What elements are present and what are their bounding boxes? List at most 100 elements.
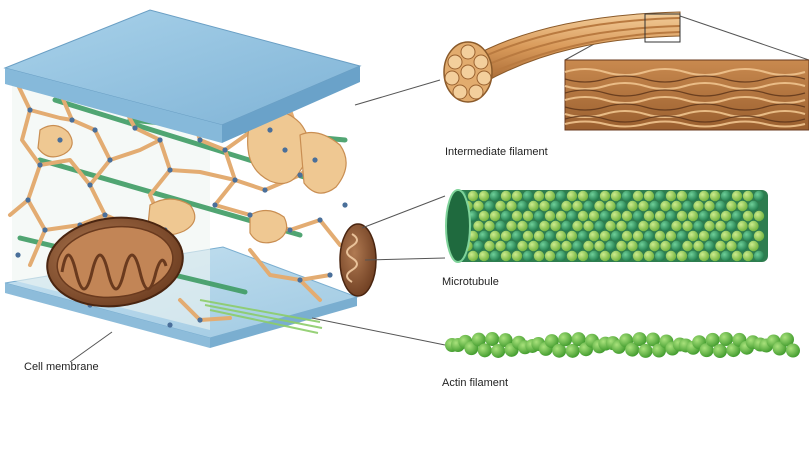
- actin-bead: [719, 332, 733, 347]
- tubulin-bead: [649, 220, 660, 232]
- tubulin-bead: [528, 220, 539, 232]
- tubulin-bead: [555, 230, 567, 242]
- tubulin-bead: [731, 190, 743, 202]
- tubulin-bead: [665, 230, 677, 242]
- tubulin-bead: [742, 250, 754, 262]
- tubulin-bead: [632, 190, 644, 202]
- tubulin-bead: [489, 230, 501, 242]
- top-membrane: [3, 9, 362, 143]
- tubulin-bead: [495, 220, 506, 232]
- tubulin-bead: [605, 240, 616, 252]
- tubulin-bead: [583, 220, 594, 232]
- tubulin-bead: [704, 240, 715, 252]
- tubulin-bead: [605, 220, 616, 232]
- tubulin-bead: [572, 240, 583, 252]
- tubulin-bead: [588, 190, 600, 202]
- tubulin-bead: [665, 190, 677, 202]
- tubulin-bead: [594, 220, 605, 232]
- tubulin-bead: [528, 200, 539, 212]
- tubulin-bead: [698, 210, 710, 222]
- tubulin-bead: [583, 200, 594, 212]
- tubulin-bead: [588, 250, 600, 262]
- tubulin-bead: [500, 230, 512, 242]
- tubulin-bead: [621, 190, 633, 202]
- tubulin-bead: [577, 210, 589, 222]
- tubulin-bead: [473, 220, 484, 232]
- microtubule-illustration: [445, 189, 768, 263]
- tubulin-bead: [676, 210, 688, 222]
- tubulin-bead: [566, 250, 578, 262]
- tubulin-bead: [572, 220, 583, 232]
- tubulin-bead: [511, 250, 523, 262]
- tubulin-bead: [572, 200, 583, 212]
- tubulin-bead: [610, 190, 622, 202]
- tubulin-bead: [709, 210, 721, 222]
- tubulin-bead: [660, 240, 671, 252]
- actin-bead: [780, 332, 794, 347]
- tubulin-bead: [654, 210, 666, 222]
- tubulin-bead: [731, 250, 743, 262]
- tubulin-bead: [588, 210, 600, 222]
- tubulin-bead: [522, 210, 534, 222]
- tubulin-bead: [511, 210, 523, 222]
- tubulin-bead: [616, 220, 627, 232]
- actin-bead: [565, 343, 580, 358]
- label-actin-filament: Actin filament: [442, 377, 509, 389]
- tubulin-bead: [528, 240, 539, 252]
- tubulin-bead: [621, 250, 633, 262]
- tubulin-bead: [704, 220, 715, 232]
- tubulin-bead: [566, 190, 578, 202]
- tubulin-bead: [731, 210, 743, 222]
- tubulin-bead: [594, 200, 605, 212]
- tubulin-bead: [539, 240, 550, 252]
- tubulin-bead: [506, 220, 517, 232]
- tubulin-bead: [517, 220, 528, 232]
- tubulin-bead: [753, 210, 765, 222]
- actin-bead: [485, 332, 500, 347]
- tubulin-bead: [599, 250, 611, 262]
- actin-bead: [625, 342, 640, 357]
- tubulin-bead: [687, 250, 699, 262]
- tubulin-bead: [616, 240, 627, 252]
- actin-bead: [571, 332, 586, 347]
- tubulin-bead: [682, 200, 693, 212]
- tubulin-bead: [533, 250, 545, 262]
- actin-bead: [699, 343, 714, 358]
- actin-bead: [544, 334, 559, 349]
- tubulin-bead: [676, 230, 688, 242]
- tubulin-bead: [654, 190, 666, 202]
- tubulin-bead: [484, 240, 495, 252]
- tubulin-bead: [599, 190, 611, 202]
- tubulin-bead: [687, 210, 699, 222]
- tubulin-bead: [698, 230, 710, 242]
- tubulin-bead: [660, 220, 671, 232]
- tubulin-bead: [533, 230, 545, 242]
- intermediate-filament-illustration: [443, 11, 809, 131]
- tubulin-bead: [522, 230, 534, 242]
- tubulin-bead: [693, 220, 704, 232]
- mitochondrion: [46, 216, 184, 308]
- tubulin-bead: [682, 240, 693, 252]
- tubulin-bead: [709, 230, 721, 242]
- cell-actin-bundle: [199, 299, 323, 334]
- actin-filament-illustration: [445, 332, 800, 358]
- tubulin-bead: [709, 250, 721, 262]
- tubulin-bead: [627, 200, 638, 212]
- tubulin-bead: [742, 230, 754, 242]
- tubulin-bead: [544, 250, 556, 262]
- tubulin-bead: [489, 210, 501, 222]
- tubulin-bead: [654, 250, 666, 262]
- tubulin-bead: [676, 190, 688, 202]
- tubulin-bead: [726, 220, 737, 232]
- tubulin-bead: [467, 190, 479, 202]
- tubulin-bead: [693, 200, 704, 212]
- tubulin-bead: [517, 200, 528, 212]
- tubulin-bead: [649, 240, 660, 252]
- tubulin-bead: [566, 210, 578, 222]
- tubulin-bead: [511, 190, 523, 202]
- tubulin-bead: [693, 240, 704, 252]
- tubulin-bead: [583, 240, 594, 252]
- tubulin-bead: [533, 210, 545, 222]
- tubulin-bead: [566, 230, 578, 242]
- tubulin-bead: [539, 200, 550, 212]
